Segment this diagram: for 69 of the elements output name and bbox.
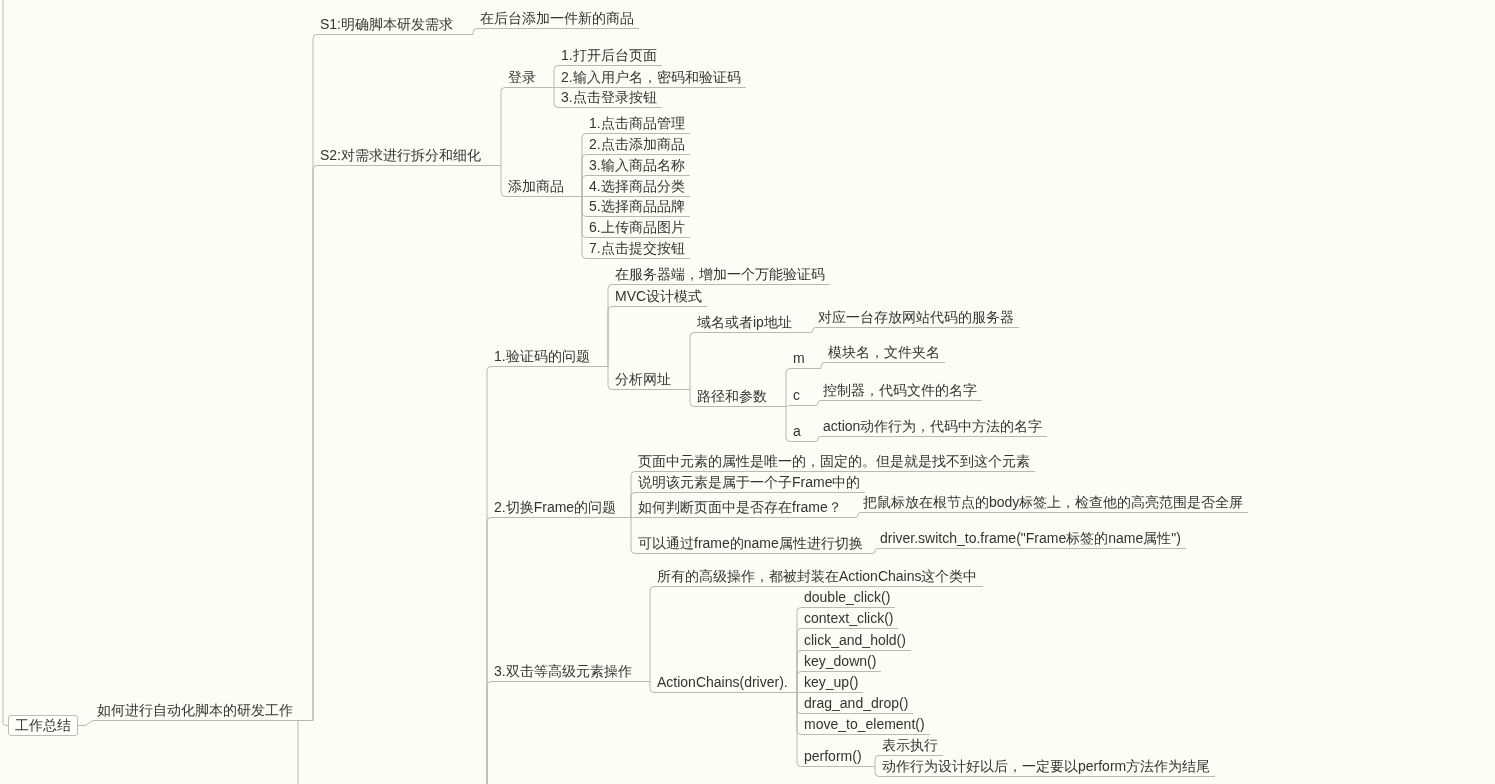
topic-text: 3.双击等高级元素操作 bbox=[491, 663, 637, 682]
topic-text: 3.输入商品名称 bbox=[586, 157, 690, 176]
topic-text: 6.上传商品图片 bbox=[586, 219, 690, 238]
topic-text: 在服务器端，增加一个万能验证码 bbox=[612, 266, 830, 285]
topic-text: double_click() bbox=[801, 589, 896, 608]
topic-text: ActionChains(driver). bbox=[654, 674, 793, 693]
root-topic: 工作总结 bbox=[8, 715, 78, 736]
topic-text: m bbox=[790, 350, 810, 369]
topic-text: 1.点击商品管理 bbox=[586, 115, 690, 134]
topic-text: S1:明确脚本研发需求 bbox=[317, 16, 458, 35]
topic-text: drag_and_drop() bbox=[801, 695, 914, 714]
connector-line bbox=[792, 692, 802, 767]
topic-text: 2.切换Frame的问题 bbox=[491, 499, 622, 518]
topic-text: 说明该元素是属于一个子Frame中的 bbox=[635, 474, 866, 493]
topic-text: 在后台添加一件新的商品 bbox=[477, 10, 639, 29]
topic-text: 4.选择商品分类 bbox=[586, 178, 690, 197]
topic-text: 1.验证码的问题 bbox=[491, 348, 595, 367]
connector-line bbox=[866, 766, 880, 777]
connector-line bbox=[457, 28, 478, 35]
topic-text: 动作行为设计好以后，一定要以perform方法作为结尾 bbox=[879, 758, 1216, 777]
topic-text: 如何进行自动化脚本的研发工作 bbox=[94, 702, 298, 721]
topic-text: key_up() bbox=[801, 674, 864, 693]
topic-text: 2.输入用户名，密码和验证码 bbox=[558, 69, 746, 88]
topic-text: 域名或者ip地址 bbox=[694, 314, 797, 333]
topic-text: 如何判断页面中是否存在frame？ bbox=[635, 499, 847, 518]
connector-line bbox=[2, 0, 9, 726]
topic-text: 登录 bbox=[505, 69, 541, 88]
topic-text: 2.点击添加商品 bbox=[586, 136, 690, 155]
topic-text: 把鼠标放在根节点的body标签上，检查他的高亮范围是否全屏 bbox=[860, 494, 1249, 513]
connector-line bbox=[805, 436, 821, 442]
connector-line bbox=[540, 87, 559, 108]
connector-line bbox=[594, 366, 613, 390]
topic-text: driver.switch_to.frame("Frame标签的name属性") bbox=[877, 530, 1186, 549]
topic-text: 控制器，代码文件的名字 bbox=[820, 382, 982, 401]
topic-text: 对应一台存放网站代码的服务器 bbox=[815, 309, 1019, 328]
topic-text: perform() bbox=[801, 748, 867, 767]
connector-line bbox=[675, 389, 695, 407]
topic-text: 页面中元素的属性是唯一的，固定的。但是就是找不到这个元素 bbox=[635, 453, 1035, 472]
topic-text: 可以通过frame的name属性进行切换 bbox=[635, 535, 868, 554]
topic-text: 3.点击登录按钮 bbox=[558, 89, 662, 108]
topic-text: 7.点击提交按钮 bbox=[586, 240, 690, 259]
topic-text: c bbox=[790, 387, 805, 406]
topic-text: 添加商品 bbox=[505, 178, 569, 197]
topic-text: 所有的高级操作，都被封装在ActionChains这个类中 bbox=[654, 568, 983, 587]
topic-text: 表示执行 bbox=[879, 737, 943, 756]
topic-text: 1.打开后台页面 bbox=[558, 47, 662, 66]
connector-line bbox=[297, 720, 299, 784]
connector-line bbox=[486, 681, 492, 784]
topic-text: move_to_element() bbox=[801, 716, 930, 735]
connector-line bbox=[636, 681, 655, 693]
connector-line bbox=[796, 327, 816, 333]
topic-text: 分析网址 bbox=[612, 371, 676, 390]
topic-text: 5.选择商品品牌 bbox=[586, 198, 690, 217]
connector-line bbox=[77, 720, 95, 726]
topic-text: 路径和参数 bbox=[694, 388, 772, 407]
topic-text: click_and_hold() bbox=[801, 632, 911, 651]
topic-text: key_down() bbox=[801, 653, 882, 672]
connector-line bbox=[867, 548, 878, 554]
topic-text: context_click() bbox=[801, 610, 899, 629]
connector-line bbox=[804, 400, 821, 406]
topic-text: 模块名，文件夹名 bbox=[825, 344, 945, 363]
topic-text: S2:对需求进行拆分和细化 bbox=[317, 147, 486, 166]
connector-line bbox=[568, 196, 587, 259]
connector-line bbox=[485, 165, 506, 197]
topic-text: a bbox=[790, 423, 806, 442]
topic-text: action动作行为，代码中方法的名字 bbox=[820, 418, 1048, 437]
connector-line bbox=[846, 512, 861, 518]
connector-line bbox=[809, 362, 826, 369]
topic-text: MVC设计模式 bbox=[612, 288, 708, 307]
